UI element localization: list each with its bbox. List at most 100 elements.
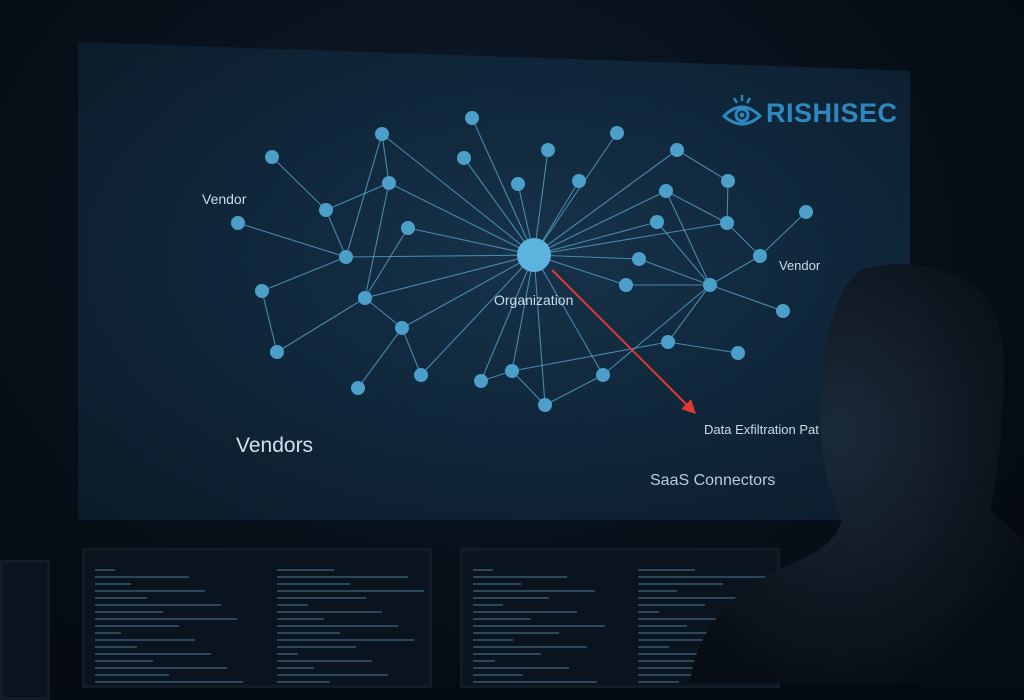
network-edge xyxy=(271,156,327,211)
network-edge xyxy=(709,255,761,286)
network-edge xyxy=(381,133,535,256)
network-node xyxy=(596,368,610,382)
code-line xyxy=(473,632,559,634)
presentation-screen xyxy=(78,42,910,520)
network-edge xyxy=(533,149,549,256)
code-line xyxy=(95,667,227,669)
code-line xyxy=(638,632,761,634)
network-node xyxy=(720,216,734,230)
code-line xyxy=(95,569,115,571)
network-node xyxy=(457,151,471,165)
network-edge xyxy=(364,254,535,299)
code-line xyxy=(276,576,408,578)
network-node xyxy=(265,150,279,164)
code-line xyxy=(473,569,493,571)
code-line xyxy=(276,569,334,571)
network-edge xyxy=(401,254,535,329)
code-line xyxy=(473,590,595,592)
network-edge xyxy=(676,149,729,182)
network-node xyxy=(731,346,745,360)
network-node xyxy=(721,174,735,188)
code-line xyxy=(95,611,163,613)
network-edge xyxy=(381,133,390,184)
person-silhouette xyxy=(690,264,1024,683)
network-node xyxy=(753,249,767,263)
code-line xyxy=(473,646,587,648)
brand-name: RISHISEC xyxy=(766,97,898,128)
code-line xyxy=(276,597,366,599)
network-node xyxy=(703,278,717,292)
network-edge xyxy=(638,258,711,286)
code-line xyxy=(95,590,205,592)
network-node xyxy=(395,321,409,335)
code-line xyxy=(473,639,513,641)
network-node xyxy=(474,374,488,388)
code-line xyxy=(638,653,743,655)
network-node xyxy=(414,368,428,382)
code-line xyxy=(276,611,382,613)
network-edge xyxy=(533,149,678,256)
code-line xyxy=(638,611,659,613)
network-node xyxy=(401,221,415,235)
network-edge xyxy=(364,297,403,329)
network-node xyxy=(632,252,646,266)
network-edge xyxy=(533,221,658,256)
data-exfiltration-label: Data Exfiltration Pat xyxy=(704,422,819,437)
code-line xyxy=(95,660,153,662)
code-line xyxy=(473,611,577,613)
code-line xyxy=(638,569,695,571)
code-line xyxy=(276,681,330,683)
network-edge xyxy=(665,190,711,286)
network-node xyxy=(610,126,624,140)
code-line xyxy=(95,618,237,620)
organization-hub-node xyxy=(517,238,551,272)
network-node xyxy=(358,291,372,305)
network-node xyxy=(799,205,813,219)
code-line xyxy=(276,618,324,620)
code-line xyxy=(276,660,372,662)
network-edge xyxy=(357,327,403,389)
network-edge xyxy=(407,227,535,256)
network-edge xyxy=(345,254,535,258)
network-node xyxy=(505,364,519,378)
network-edge xyxy=(667,284,711,343)
vendor-label-right: Vendor xyxy=(779,258,821,273)
code-line xyxy=(473,604,503,606)
network-node xyxy=(375,127,389,141)
brand: RISHISEC xyxy=(720,92,898,134)
code-line xyxy=(473,583,521,585)
network-edge xyxy=(237,222,347,258)
network-edge xyxy=(533,190,667,256)
network-edge xyxy=(656,221,711,286)
code-line xyxy=(276,604,308,606)
network-node xyxy=(511,177,525,191)
network-edge xyxy=(345,133,383,258)
code-line xyxy=(276,674,388,676)
network-edge xyxy=(276,297,366,353)
code-line xyxy=(276,653,298,655)
code-line xyxy=(276,667,314,669)
code-line xyxy=(276,625,398,627)
code-line xyxy=(95,639,195,641)
network-node xyxy=(339,250,353,264)
code-line xyxy=(638,625,687,627)
network-edge xyxy=(364,227,409,299)
network-edge xyxy=(325,182,390,211)
network-edges xyxy=(237,117,807,406)
network-edge xyxy=(261,256,347,292)
network-edge xyxy=(364,182,390,299)
code-line xyxy=(473,576,567,578)
code-line xyxy=(95,625,179,627)
code-line xyxy=(95,674,169,676)
network-node xyxy=(382,176,396,190)
code-line xyxy=(473,597,549,599)
code-line xyxy=(638,674,725,676)
network-node xyxy=(661,335,675,349)
organization-label: Organization xyxy=(494,292,574,308)
network-edge xyxy=(511,370,546,406)
code-line xyxy=(473,660,495,662)
code-line xyxy=(276,639,414,641)
network-edge xyxy=(667,341,739,354)
code-line xyxy=(638,639,715,641)
code-line xyxy=(473,681,597,683)
